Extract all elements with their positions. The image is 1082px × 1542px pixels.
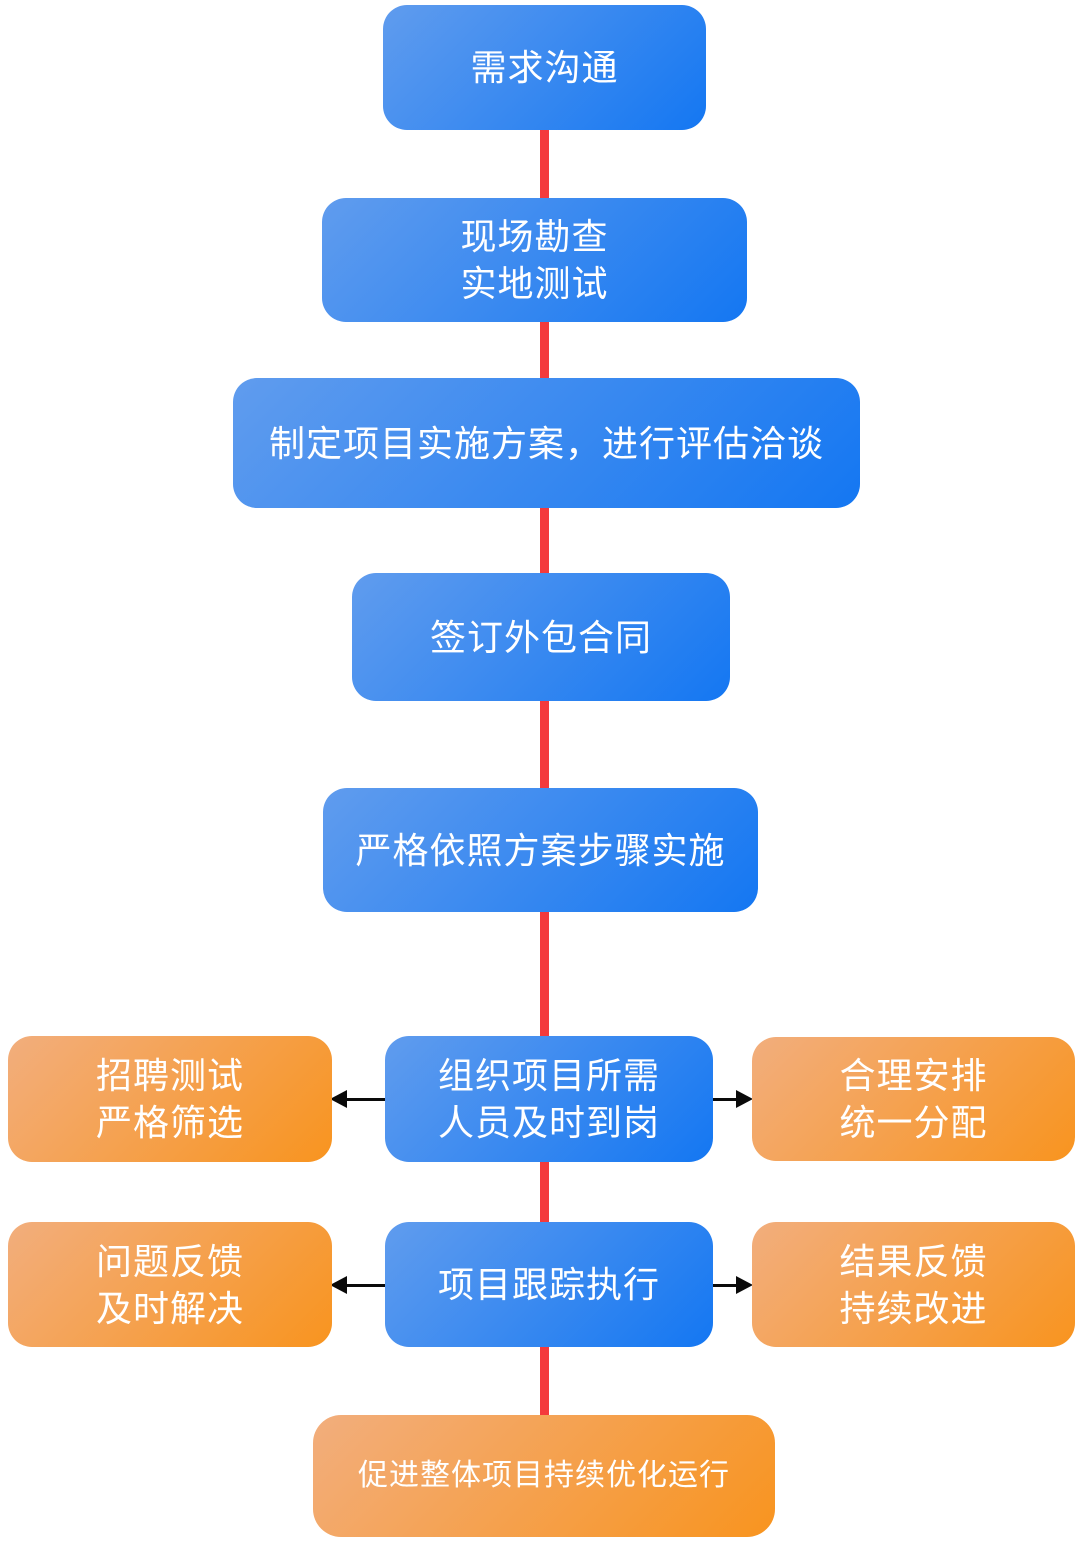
node-label: 促进整体项目持续优化运行 [358, 1459, 730, 1492]
node-label: 结果反馈 [839, 1240, 988, 1282]
arrow-left-icon [330, 1090, 388, 1108]
flow-node-sign-contract: 签订外包合同 [352, 573, 730, 701]
arrow-left-icon [330, 1276, 388, 1294]
node-label: 统一分配 [839, 1102, 988, 1143]
node-label: 人员及时到岗 [437, 1102, 660, 1143]
flow-node-strict-implementation: 严格依照方案步骤实施 [323, 788, 758, 912]
node-label: 签订外包合同 [429, 616, 652, 658]
flow-node-result-feedback: 结果反馈 持续改进 [752, 1222, 1075, 1347]
node-label: 严格筛选 [95, 1102, 244, 1143]
arrow-right-icon [712, 1276, 753, 1294]
node-label: 项目跟踪执行 [437, 1264, 660, 1305]
node-label: 及时解决 [95, 1287, 244, 1329]
node-label: 实地测试 [460, 263, 609, 304]
node-label: 问题反馈 [95, 1240, 244, 1282]
node-label: 现场勘查 [460, 216, 609, 257]
node-label: 制定项目实施方案，进行评估洽谈 [268, 422, 824, 464]
flow-node-site-survey: 现场勘查 实地测试 [322, 198, 747, 322]
flow-node-organize-staff: 组织项目所需 人员及时到岗 [385, 1036, 713, 1162]
node-label: 合理安排 [839, 1055, 988, 1096]
main-flow-line [540, 60, 549, 1452]
node-label: 招聘测试 [95, 1055, 244, 1096]
node-label: 持续改进 [839, 1287, 988, 1329]
node-label: 严格依照方案步骤实施 [355, 829, 726, 871]
flow-node-demand-communication: 需求沟通 [383, 5, 706, 130]
flow-node-implementation-plan: 制定项目实施方案，进行评估洽谈 [233, 378, 860, 508]
flow-node-arrange-allocation: 合理安排 统一分配 [752, 1037, 1075, 1161]
flow-node-recruit-screening: 招聘测试 严格筛选 [8, 1036, 332, 1162]
flow-node-continuous-optimization: 促进整体项目持续优化运行 [313, 1415, 775, 1537]
arrow-right-icon [712, 1090, 753, 1108]
node-label: 需求沟通 [470, 47, 619, 88]
flow-node-project-tracking: 项目跟踪执行 [385, 1222, 713, 1347]
flow-node-issue-feedback: 问题反馈 及时解决 [8, 1222, 332, 1347]
node-label: 组织项目所需 [437, 1055, 660, 1096]
